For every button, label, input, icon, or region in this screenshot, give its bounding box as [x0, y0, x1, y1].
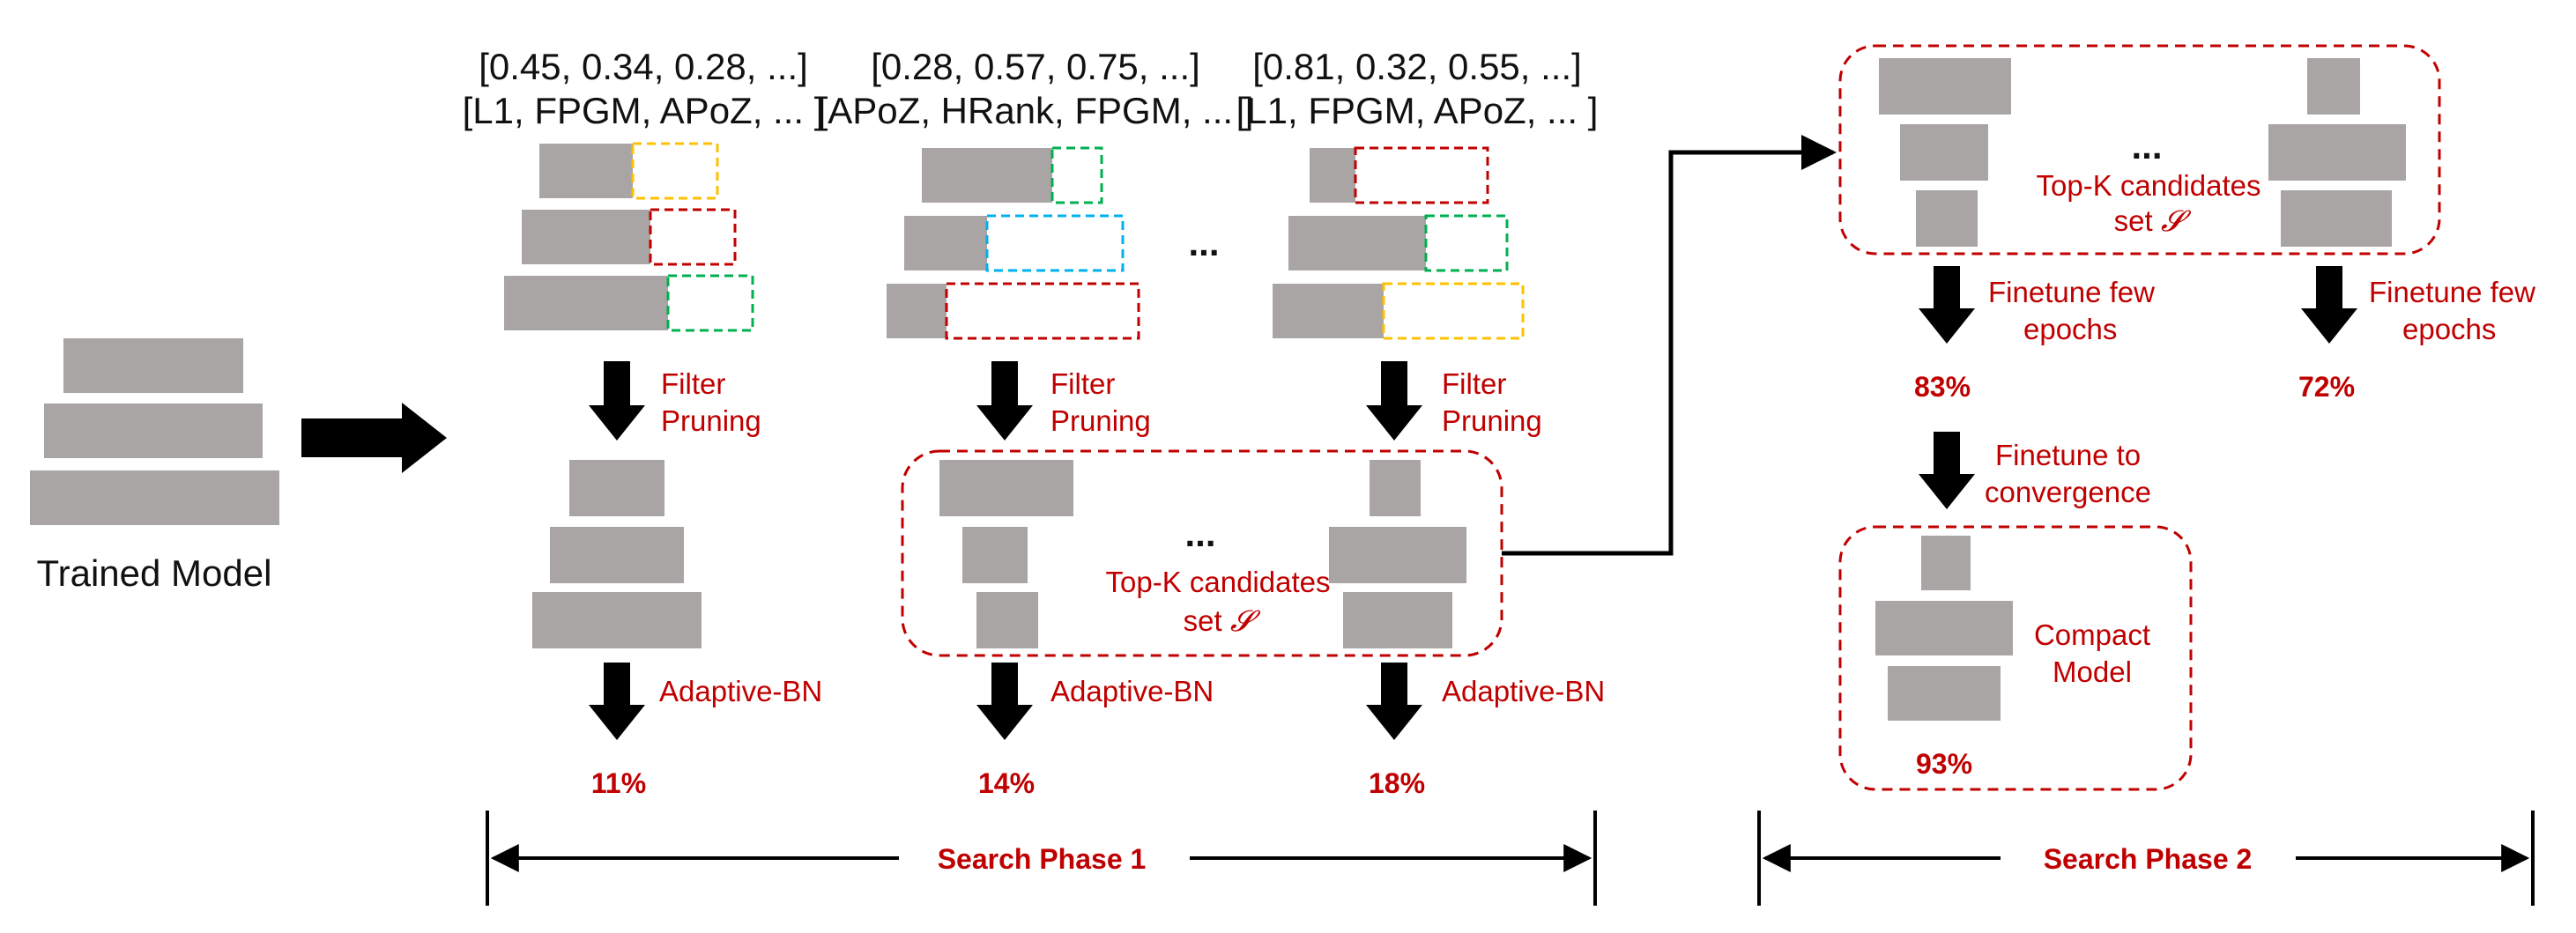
col3-bn-arrow: [1366, 663, 1422, 740]
phase2-right-accuracy: 72%: [2298, 371, 2355, 403]
topk-models-phase1: [939, 460, 1466, 648]
trained-model-label: Trained Model: [37, 552, 272, 594]
final-accuracy: 93%: [1916, 748, 1972, 780]
col1-layers: [504, 142, 754, 332]
col2-ellipsis: ...: [1188, 222, 1219, 263]
phase2-right-finetune-arrow: [2301, 266, 2357, 344]
topk-set-phase2: set 𝓢: [2114, 204, 2192, 238]
topk-label-phase1: Top-K candidates: [1106, 566, 1331, 598]
phase2-convergence-arrow: [1919, 432, 1975, 509]
col2-ratios: [0.28, 0.57, 0.75, ...]: [871, 46, 1200, 87]
topk-models-phase2: [1879, 58, 2406, 247]
trained-model: [30, 338, 279, 525]
col2-accuracy: 14%: [978, 767, 1035, 799]
col1-bn-label: Adaptive-BN: [659, 675, 822, 707]
col3-criteria: [L1, FPGM, APoZ, ... ]: [1236, 90, 1599, 131]
col1-bn-arrow: [589, 663, 645, 740]
phase1-label: Search Phase 1: [938, 843, 1147, 875]
col2-bn-label: Adaptive-BN: [1050, 675, 1214, 707]
col1-criteria: [L1, FPGM, APoZ, ... ]: [463, 90, 825, 131]
col1-prune-arrow: [589, 361, 645, 441]
phase2-left-finetune-arrow: [1919, 266, 1975, 344]
col3-layers: [1273, 146, 1525, 340]
col3-prune-arrow: [1366, 361, 1422, 441]
col3-bn-label: Adaptive-BN: [1442, 675, 1605, 707]
compact-model: [1875, 536, 2013, 721]
col3-ratios: [0.81, 0.32, 0.55, ...]: [1252, 46, 1582, 87]
compact-model-group: [1838, 525, 2193, 791]
phase2-left-accuracy: 83%: [1914, 371, 1971, 403]
topk-group-phase1: [901, 449, 1503, 657]
phase2-range: [1757, 811, 2535, 906]
phase2-label: Search Phase 2: [2044, 843, 2253, 875]
main-arrow: [301, 403, 447, 473]
phase-connector-arrow: [1502, 135, 1837, 556]
topk-label-phase2: Top-K candidates: [2037, 169, 2261, 202]
col2-layers: [887, 146, 1140, 340]
topk-set-phase1: set 𝓢: [1184, 603, 1261, 638]
col2-criteria: [APoZ, HRank, FPGM, ... ]: [818, 90, 1254, 131]
col2-prune-arrow: [976, 361, 1033, 441]
topk-group-phase2: [1838, 44, 2441, 255]
col1-ratios: [0.45, 0.34, 0.28, ...]: [479, 46, 808, 87]
phase1-range: [486, 811, 1597, 906]
col1-pruned-model: [532, 460, 702, 648]
topk-ellipsis-phase2: ...: [2131, 125, 2162, 167]
col3-accuracy: 18%: [1369, 767, 1425, 799]
col1-accuracy: 11%: [591, 767, 646, 799]
topk-ellipsis-phase1: ...: [1184, 513, 1215, 554]
col2-bn-arrow: [976, 663, 1033, 740]
